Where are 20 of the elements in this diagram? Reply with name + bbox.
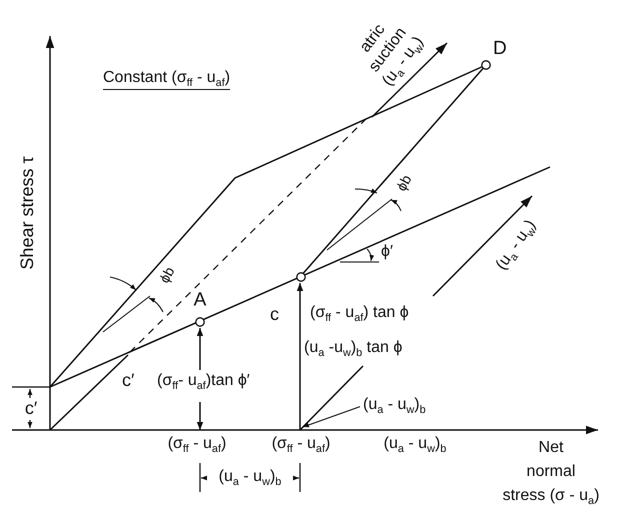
- equation-label: (σ$_{ff}$ - u$_{af}$) tan ϕ: [310, 303, 409, 322]
- dimension-label: c′: [24, 398, 38, 420]
- point-label: D: [493, 38, 507, 61]
- equation-label: (u$_{a}$ -u$_{w}$)$_{b}$ tan ϕ: [304, 338, 402, 358]
- leader-line: [302, 406, 360, 428]
- angle-label: ϕb: [392, 172, 416, 194]
- axis-label: Shear stress τ: [17, 156, 38, 270]
- symbol-label: c: [270, 304, 279, 326]
- symbol-label: c′: [122, 370, 134, 392]
- chart-heading: Constant (σ$_{ff}$ - u$_{af}$): [103, 68, 230, 90]
- point-label: A: [194, 290, 206, 312]
- dimension-label: (u$_{a}$ - u$_{w}$)$_{b}$: [218, 467, 282, 486]
- axis-tick-label: (σ$_{ff}$ - u$_{af}$): [168, 434, 226, 454]
- equation-label: (σ$_{ff}$- u$_{af}$)tan ϕ′: [157, 371, 250, 390]
- axis-tick-label: (σ$_{ff}$ - u$_{af}$): [272, 434, 330, 454]
- axis-tick-label: (u$_{a}$ - u$_{w}$)$_{b}$: [384, 434, 446, 454]
- axis-label: Net normal stress (σ - u$_{a}$): [502, 438, 600, 508]
- angle-label: ϕ′: [381, 242, 393, 262]
- angle-label: ϕb: [156, 264, 178, 286]
- leader-label: (u$_{a}$ - u$_{w}$)$_{b}$: [363, 395, 426, 414]
